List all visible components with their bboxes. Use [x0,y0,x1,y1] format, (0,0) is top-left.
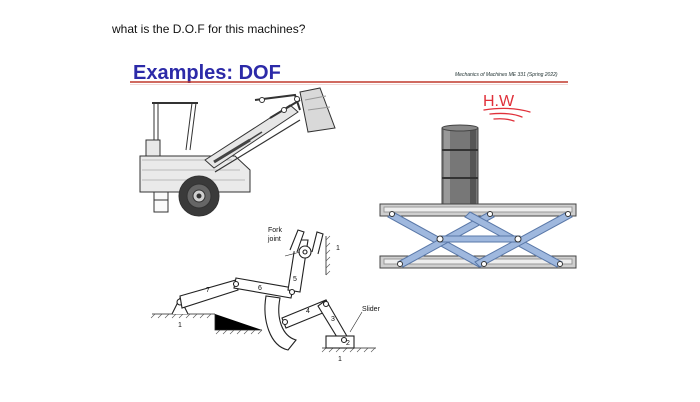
question-text: what is the D.O.F for this machines? [112,22,306,36]
ground-label-1: 1 [336,245,340,252]
front-loader-figure [139,87,336,217]
scissor-lift-figure [379,124,577,269]
handwriting-text: H.W [483,93,515,110]
link-label-2: 2 [346,340,350,347]
handwriting-hw: H.W [483,93,531,122]
fork-joint-label-1: Fork [268,227,283,234]
link-label-7: 7 [206,287,210,294]
slider-label: Slider [362,306,381,313]
course-note: Mechanics of Machines ME 331 (Spring 202… [455,72,558,78]
link-label-5: 5 [293,276,297,283]
ground-label-3: 1 [338,356,342,363]
ground-label-2: 1 [178,322,182,329]
link-label-3: 3 [331,316,335,323]
fork-joint-label-2: joint [267,236,281,243]
link-label-4: 4 [306,308,310,315]
linkage-mechanism-figure [150,229,376,353]
link-label-6: 6 [258,285,262,292]
slide-title: Examples: DOF [133,62,281,84]
